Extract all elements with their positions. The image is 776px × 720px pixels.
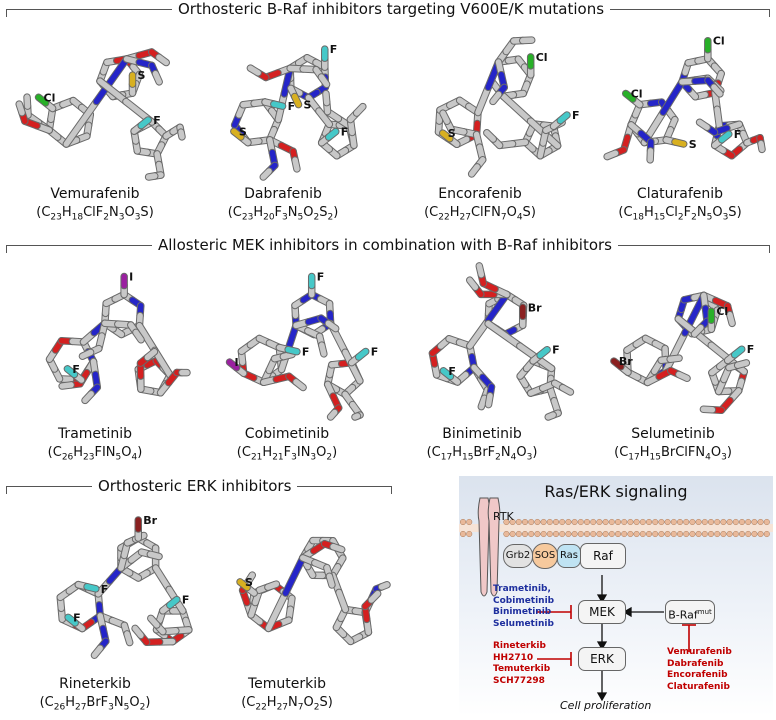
atom-label: Cl [631, 87, 643, 100]
compound-formula: (C26H23FIN5O4) [47, 445, 143, 463]
atom-label: S [239, 125, 247, 138]
molecule-cobimetinib: I F F F [225, 271, 379, 421]
drug-label: Cobimetinib [493, 595, 555, 606]
atom-label: Cl [713, 35, 725, 48]
molecule-temuterkib: S [236, 536, 391, 646]
panel-title: Ras/ERK signaling [544, 482, 688, 501]
compound-name: Binimetinib [442, 426, 522, 442]
rtk-receptor [477, 497, 501, 597]
atom-label: F [317, 271, 325, 284]
molecule-binimetinib: F BrF [428, 262, 575, 421]
atom-label: S [245, 576, 253, 589]
atom-label: Cl [536, 51, 548, 64]
atom-label: F [73, 611, 81, 624]
drug-label: Rineterkib [493, 641, 546, 651]
atom-label: F [101, 583, 109, 596]
braf-mut-superscript: mut [697, 608, 712, 616]
atom-label: F [302, 346, 310, 359]
molecule-rineterkib: F BrF F [56, 514, 193, 659]
compound-formula: (C22H27ClFN7O4S) [424, 205, 536, 223]
drug-label: SCH77298 [493, 675, 545, 686]
cell-proliferation-label: Cell proliferation [560, 699, 652, 712]
compound-formula: (C17H15BrClFN4O3) [614, 445, 732, 463]
atom-label: F [341, 126, 349, 139]
atom-label: I [129, 271, 133, 284]
atom-label: I [235, 356, 239, 369]
compound-name: Trametinib [57, 426, 133, 442]
ras-node: Ras [557, 544, 581, 568]
atom-label: F [153, 114, 161, 127]
drug-label: Encorafenib [667, 670, 728, 680]
pathway-diagram [459, 497, 773, 702]
compound-formula: (C26H27BrF3N5O2) [39, 695, 151, 713]
section-title-braf: Orthosteric B-Raf inhibitors targeting V… [172, 0, 611, 18]
drug-label: HH2710 [493, 652, 534, 663]
drug-label: Temuterkib [493, 664, 551, 674]
sos-node: SOS [532, 543, 558, 569]
atom-label: F [552, 344, 560, 357]
molecule-vemurafenib: Cl S F [15, 48, 186, 181]
compound-formula: (C17H15BrF2N4O3) [426, 445, 538, 463]
atom-label: F [734, 128, 742, 141]
drug-label: Dabrafenib [667, 658, 724, 669]
atom-label: S [304, 99, 312, 112]
compound-formula: (C22H27N7O2S) [241, 695, 333, 713]
atom-label: Br [143, 514, 157, 527]
compound-name: Temuterkib [247, 676, 327, 692]
molecule-trametinib: FI [45, 271, 191, 405]
molecule-selumetinib: Br ClF [610, 291, 755, 415]
atom-label: F [182, 594, 190, 607]
mek-node: MEK [578, 600, 626, 624]
atom-label: F [330, 43, 338, 56]
braf-mut-node: B-Rafmut [665, 600, 715, 624]
drug-label: Binimetinib [493, 607, 552, 617]
atom-label: Br [619, 355, 633, 368]
braf-mut-label: B-Raf [668, 608, 698, 622]
atom-label: Br [528, 301, 542, 314]
ras-erk-signaling-panel: Ras/ERK signaling RTK Grb2 SOS Ras Raf M… [459, 476, 773, 716]
mek-inhibitor-list: Trametinib, Cobimetinib Binimetinib Selu… [493, 584, 554, 630]
compound-name: Selumetinib [631, 426, 715, 442]
atom-label: F [72, 363, 80, 376]
atom-label: S [448, 127, 456, 140]
atom-label: F [371, 345, 379, 358]
atom-label: F [572, 109, 580, 122]
compound-name: Vemurafenib [50, 186, 140, 202]
molecule-encorafenib: S ClF [434, 36, 580, 178]
compound-formula: (C21H21F3IN3O2) [236, 445, 338, 463]
compound-name: Cobimetinib [244, 426, 330, 442]
section-title-mek: Allosteric MEK inhibitors in combination… [152, 236, 618, 254]
atom-label: F [747, 343, 755, 356]
rtk-label: RTK [493, 510, 514, 523]
erk-node: ERK [578, 647, 626, 671]
atom-label: S [137, 69, 145, 82]
drug-label: Vemurafenib [667, 647, 732, 657]
compound-name: Rineterkib [59, 676, 131, 692]
braf-inhibitor-list: Vemurafenib Dabrafenib Encorafenib Clatu… [667, 647, 732, 693]
grb2-node: Grb2 [503, 544, 533, 568]
atom-label: S [689, 138, 697, 151]
compound-name: Claturafenib [636, 186, 724, 202]
atom-label: Cl [716, 305, 728, 318]
compound-name: Encorafenib [438, 186, 522, 202]
cell-membrane [459, 518, 773, 538]
compound-formula: (C23H18ClF2N3O3S) [36, 205, 154, 223]
raf-node: Raf [580, 543, 626, 569]
atom-label: Cl [44, 91, 56, 104]
compound-name: Dabrafenib [244, 186, 322, 202]
drug-label: Trametinib, [493, 584, 551, 594]
atom-label: F [448, 365, 456, 378]
compound-formula: (C23H20F3N5O2S2) [227, 205, 339, 223]
section-title-erk: Orthosteric ERK inhibitors [92, 477, 298, 495]
erk-inhibitor-list: Rineterkib HH2710 Temuterkib SCH77298 [493, 641, 550, 687]
compound-formula: (C18H15Cl2F2N5O3S) [618, 205, 742, 223]
drug-label: Claturafenib [667, 681, 730, 692]
atom-label: F [288, 100, 296, 113]
drug-label: Selumetinib [493, 618, 554, 629]
